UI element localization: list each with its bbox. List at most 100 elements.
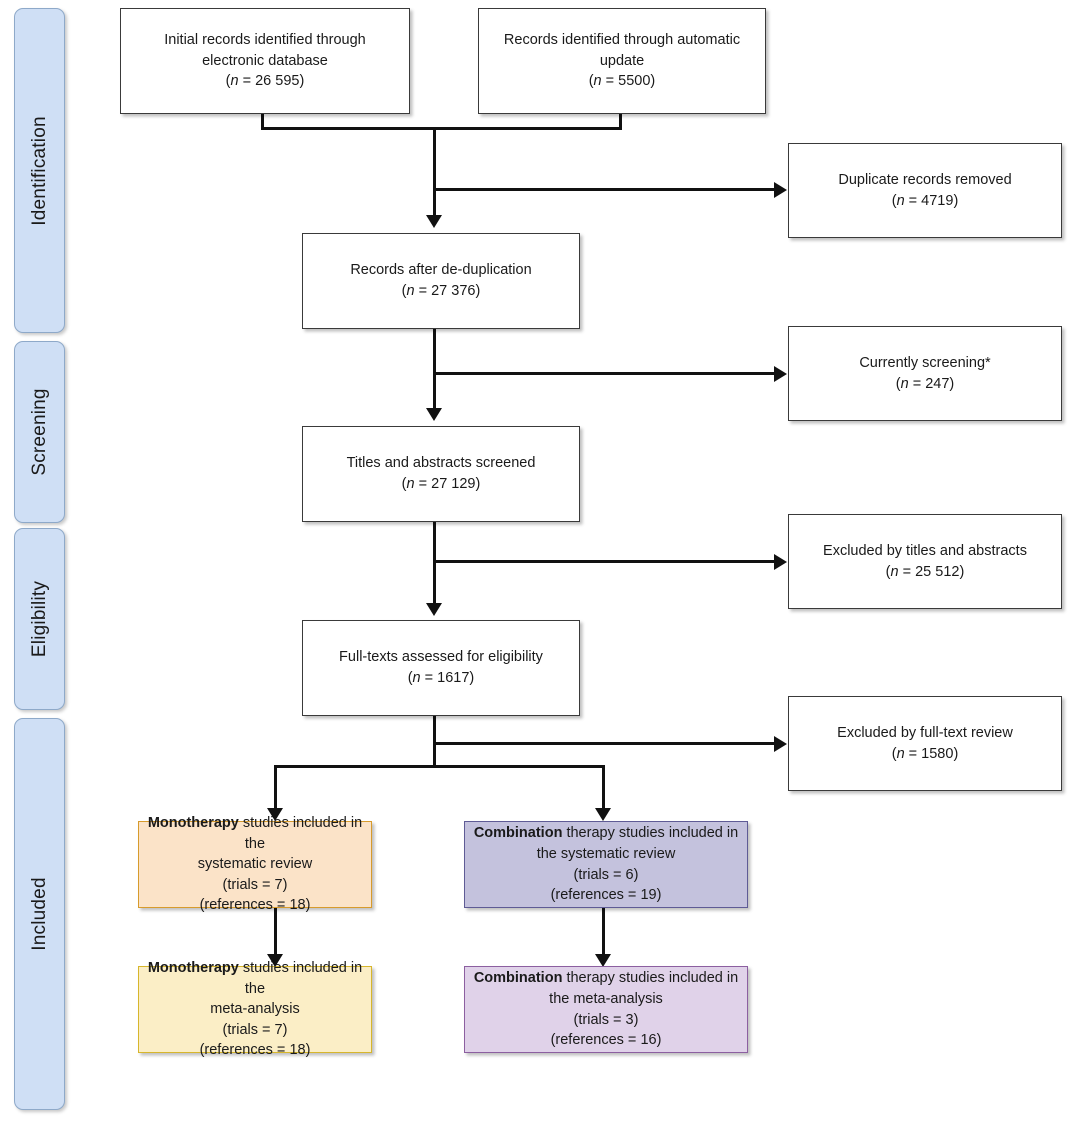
stage-label-eligibility: Eligibility	[28, 580, 50, 658]
node-records-after-dedup-count: (n = 27 376)	[401, 283, 481, 299]
node-fulltexts-assessed-line1: Full-texts assessed for eligibility	[339, 649, 543, 666]
node-fulltexts-assessed: Full-texts assessed for eligibility (n =…	[302, 620, 580, 716]
node-mono-systematic-review-line2: systematic review	[197, 856, 313, 873]
n-italic: n	[230, 73, 239, 90]
connector-initial-records-stub	[261, 113, 264, 130]
stage-pill-eligibility: Eligibility	[14, 528, 65, 710]
node-records-after-dedup-text: Records after de-duplication (n = 27 376…	[350, 260, 531, 301]
node-currently-screening-line1: Currently screening*	[859, 354, 991, 371]
stage-pill-screening: Screening	[14, 341, 65, 523]
connector-to-excluded-fulltext	[433, 742, 776, 745]
close-paren: )	[305, 1042, 311, 1059]
n-italic: n	[896, 745, 905, 762]
n-italic: n	[406, 476, 415, 492]
stage-pill-included: Included	[14, 718, 65, 1110]
arrow-into-duplicates-removed	[774, 182, 787, 198]
node-excluded-by-titles-abstracts-text: Excluded by titles and abstracts (n = 25…	[823, 541, 1027, 582]
node-currently-screening-count: (n = 247)	[895, 375, 955, 392]
node-titles-abstracts-screened-value: 27 129	[431, 476, 476, 492]
refs-value: 18	[289, 897, 306, 914]
node-combo-meta-analysis-line2: the meta-analysis	[549, 990, 663, 1007]
arrow-into-excluded-titles	[774, 554, 787, 570]
node-mono-meta-analysis: Monotherapy studies included in the meta…	[138, 960, 372, 1058]
node-mono-meta-analysis-refs: (references = 18)	[200, 1042, 311, 1058]
node-combo-systematic-review-line1-rest: therapy studies included in	[562, 825, 739, 842]
node-titles-abstracts-screened-count: (n = 27 129)	[401, 476, 481, 492]
node-combo-systematic-review-line2: the systematic review	[536, 845, 676, 862]
node-mono-systematic-review-bold: Monotherapy	[147, 815, 239, 832]
node-mono-systematic-review-line1-rest: studies included in the	[238, 815, 363, 852]
node-mono-meta-analysis-line2: meta-analysis	[210, 1001, 300, 1018]
stage-label-included: Included	[28, 877, 50, 951]
refs-value: 16	[640, 1032, 657, 1049]
n-italic: n	[593, 73, 602, 90]
node-excluded-by-fulltext-review-text: Excluded by full-text review (n = 1580)	[837, 723, 1013, 764]
refs-value: 19	[640, 887, 657, 904]
node-mono-systematic-review-trials: (trials = 7)	[223, 877, 288, 893]
node-excluded-by-fulltext-review-value: 1580	[921, 745, 954, 762]
refs-label: (references =	[550, 887, 641, 904]
connector-to-currently-screening	[433, 372, 776, 375]
node-records-after-dedup: Records after de-duplication (n = 27 376…	[302, 233, 580, 329]
node-excluded-by-fulltext-review-line1: Excluded by full-text review	[837, 724, 1013, 741]
n-italic: n	[896, 192, 905, 209]
connector-split-bar-included	[274, 765, 605, 768]
node-combo-systematic-review-text: Combination therapy studies included in …	[474, 823, 738, 905]
connector-split-left-drop	[274, 765, 277, 811]
node-mono-systematic-review: Monotherapy studies included in the syst…	[138, 815, 372, 913]
n-italic: n	[890, 563, 899, 580]
trials-value: 6	[625, 866, 634, 883]
node-excluded-by-titles-abstracts-line1: Excluded by titles and abstracts	[823, 542, 1027, 559]
arrow-into-mono-systematic-review	[267, 808, 283, 821]
connector-to-excluded-titles	[433, 560, 776, 563]
refs-label: (references =	[199, 1042, 290, 1059]
connector-combo-sr-to-ma	[602, 908, 605, 956]
node-currently-screening-value: 247	[925, 375, 950, 392]
trials-label: (trials =	[222, 1021, 275, 1038]
stage-pill-identification: Identification	[14, 8, 65, 333]
node-combo-meta-analysis-line1-rest: therapy studies included in	[562, 970, 739, 987]
connector-merge-bar-top	[261, 127, 622, 130]
trials-value: 3	[625, 1011, 634, 1028]
node-combo-meta-analysis-trials: (trials = 3)	[574, 1012, 639, 1028]
trials-label: (trials =	[573, 866, 626, 883]
stage-label-identification: Identification	[28, 115, 50, 226]
refs-value: 18	[289, 1042, 306, 1059]
node-excluded-by-fulltext-review-count: (n = 1580)	[891, 745, 959, 762]
refs-label: (references =	[550, 1032, 641, 1049]
node-excluded-by-titles-abstracts-value: 25 512	[915, 563, 960, 580]
connector-to-duplicates-removed	[433, 188, 776, 191]
close-paren: )	[656, 1032, 662, 1049]
node-initial-records-count: (n = 26 595)	[225, 73, 305, 90]
node-combo-meta-analysis-bold: Combination	[473, 970, 563, 987]
node-combo-systematic-review-refs: (references = 19)	[551, 887, 662, 903]
node-currently-screening-text: Currently screening* (n = 247)	[859, 353, 990, 394]
node-initial-records-line1: Initial records identified through	[164, 32, 366, 49]
node-initial-records-text: Initial records identified through elect…	[164, 30, 366, 92]
node-initial-records-line2: electronic database	[202, 52, 328, 69]
node-duplicate-records-removed-text: Duplicate records removed (n = 4719)	[838, 170, 1011, 211]
node-combo-systematic-review: Combination therapy studies included in …	[464, 821, 748, 908]
node-combo-systematic-review-trials: (trials = 6)	[574, 867, 639, 883]
node-mono-systematic-review-text: Monotherapy studies included in the syst…	[147, 813, 363, 916]
n-italic: n	[406, 283, 415, 299]
node-auto-update: Records identified through automatic upd…	[478, 8, 766, 114]
connector-mono-sr-to-ma	[274, 908, 277, 956]
node-initial-records-value: 26 595	[255, 73, 300, 90]
node-mono-systematic-review-refs: (references = 18)	[200, 897, 311, 913]
node-duplicate-records-removed-count: (n = 4719)	[891, 192, 959, 209]
node-records-after-dedup-value: 27 376	[431, 283, 476, 299]
node-fulltexts-assessed-count: (n = 1617)	[407, 670, 475, 686]
trials-value: 7	[274, 876, 283, 893]
arrow-into-titles-screened	[426, 408, 442, 421]
node-currently-screening: Currently screening* (n = 247)	[788, 326, 1062, 421]
node-excluded-by-titles-abstracts-count: (n = 25 512)	[885, 563, 965, 580]
arrow-into-mono-meta-analysis	[267, 954, 283, 967]
node-titles-abstracts-screened-line1: Titles and abstracts screened	[346, 455, 536, 472]
close-paren: )	[282, 1021, 288, 1038]
node-auto-update-value: 5500	[618, 73, 651, 90]
node-fulltexts-assessed-text: Full-texts assessed for eligibility (n =…	[339, 647, 543, 688]
node-combo-systematic-review-bold: Combination	[473, 825, 563, 842]
node-mono-meta-analysis-trials: (trials = 7)	[223, 1022, 288, 1038]
